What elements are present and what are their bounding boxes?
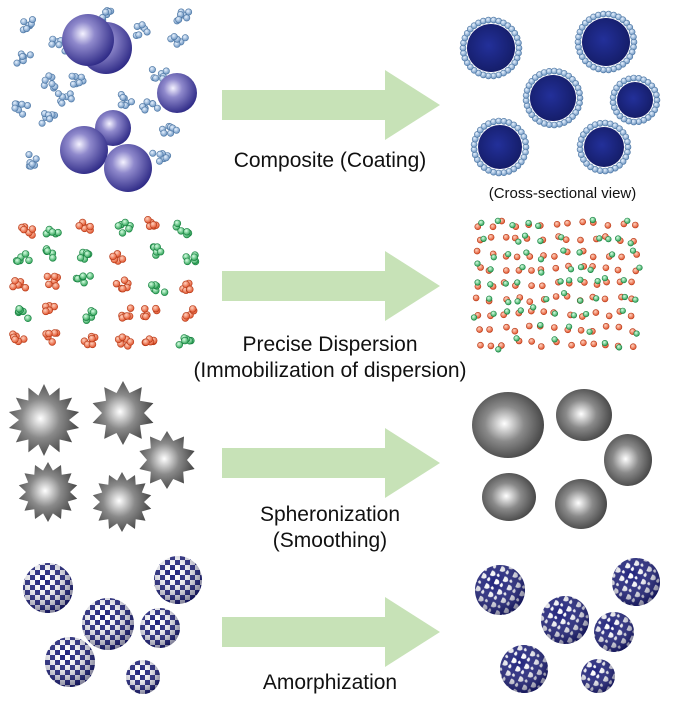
dispersion-label: Precise Dispersion (Immobilization of di… xyxy=(170,332,490,384)
arrow-amorphization xyxy=(222,597,440,667)
amorphous-particles xyxy=(475,558,660,693)
amorphization-label-line: Amorphization xyxy=(262,671,398,694)
dispersion-label-line-2: (Immobilization of dispersion) xyxy=(193,359,467,382)
coated-particles xyxy=(459,10,661,177)
spheronization-label: Spheronization (Smoothing) xyxy=(200,502,460,554)
spheronization-label-line-2: (Smoothing) xyxy=(272,529,388,552)
amorphization-label: Amorphization xyxy=(200,670,460,696)
crystalline-particles xyxy=(23,556,202,694)
irregular-particles xyxy=(8,381,195,532)
purple-core-particles xyxy=(60,14,197,192)
dispersion-label-line-1: Precise Dispersion xyxy=(242,333,418,356)
cross-section-note: (Cross-sectional view) xyxy=(488,185,637,202)
composite-label: Composite (Coating) xyxy=(200,148,460,174)
fine-particles xyxy=(11,7,193,170)
spherical-particles xyxy=(472,389,652,529)
arrow-dispersion xyxy=(222,251,440,321)
dispersed-particles xyxy=(470,216,643,353)
composite-label-line: Composite (Coating) xyxy=(233,149,427,172)
agglomerated-particles xyxy=(9,216,200,350)
arrow-composite xyxy=(222,70,440,140)
spheronization-label-line-1: Spheronization xyxy=(259,503,401,526)
arrow-spheronization xyxy=(222,428,440,498)
